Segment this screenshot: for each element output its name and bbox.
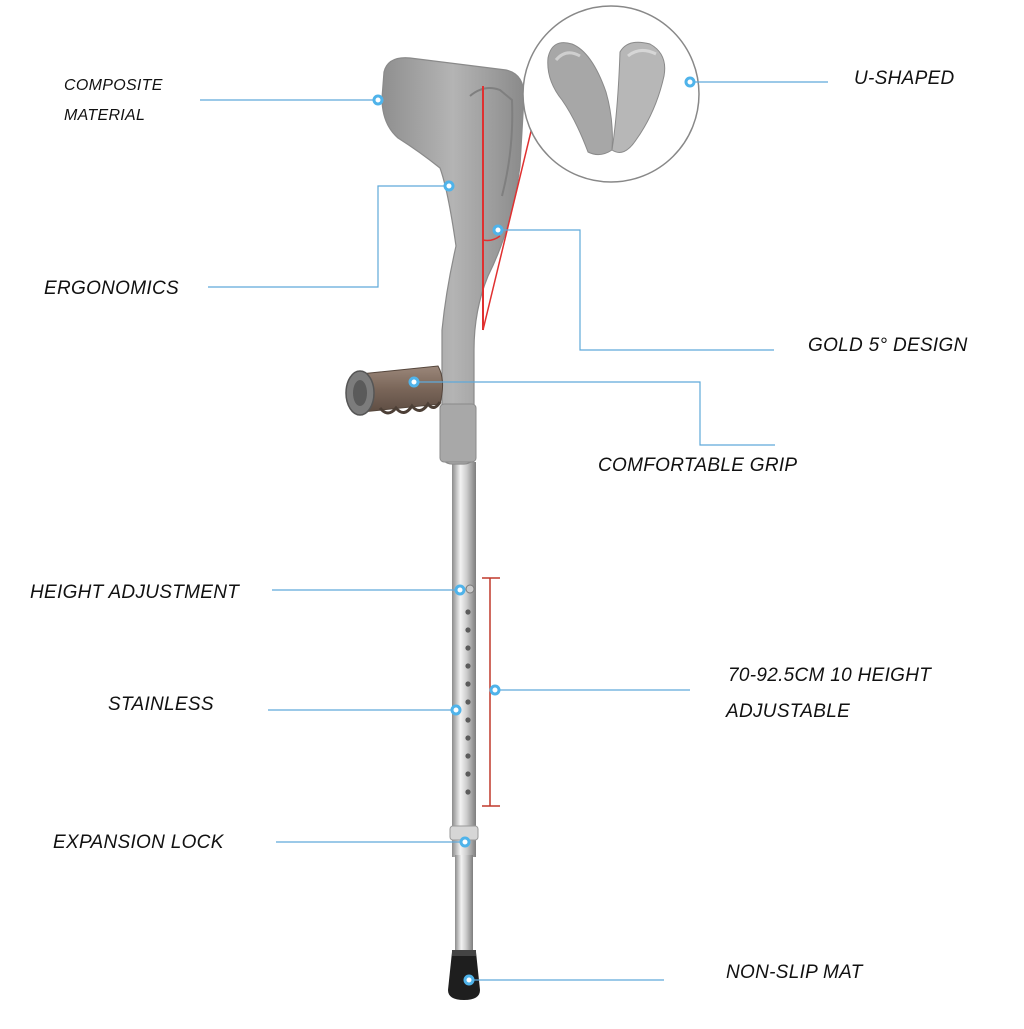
label-range-line1: 70-92.5CM 10 HEIGHT (728, 665, 932, 686)
label-stainless: STAINLESS (108, 694, 214, 715)
leader-gold-design (498, 229, 774, 351)
marker-grip (408, 376, 420, 388)
marker-composite (372, 94, 384, 106)
marker-nonslip (463, 974, 475, 986)
rubber-tip (448, 952, 480, 1000)
label-composite-line1: COMPOSITE (64, 77, 163, 94)
marker-ergonomics (443, 180, 455, 192)
marker-expansion (459, 836, 471, 848)
handle-grip (345, 365, 444, 416)
label-range-line2: ADJUSTABLE (726, 701, 851, 722)
label-comfortable-grip: COMFORTABLE GRIP (598, 455, 798, 476)
marker-stainless (450, 704, 462, 716)
marker-dots (372, 76, 696, 986)
u-shaped-cuff-inset (522, 5, 700, 183)
label-ergonomics: ERGONOMICS (44, 278, 179, 299)
label-u-shaped: U-SHAPED (854, 68, 955, 89)
marker-height (454, 584, 466, 596)
leader-grip (414, 381, 775, 446)
marker-range (489, 684, 501, 696)
leader-ergonomics (208, 185, 448, 288)
marker-ushaped (684, 76, 696, 88)
label-non-slip-mat: NON-SLIP MAT (726, 962, 863, 983)
marker-gold-design (492, 224, 504, 236)
crutch-tube (449, 462, 479, 955)
adjustment-holes (465, 609, 471, 795)
label-gold-design: GOLD 5° DESIGN (808, 335, 968, 356)
leader-lines (200, 81, 828, 981)
label-composite-line2: MATERIAL (64, 107, 146, 124)
label-height-adjustment: HEIGHT ADJUSTMENT (30, 582, 240, 603)
label-expansion-lock: EXPANSION LOCK (53, 832, 224, 853)
adjustment-button (465, 584, 475, 594)
